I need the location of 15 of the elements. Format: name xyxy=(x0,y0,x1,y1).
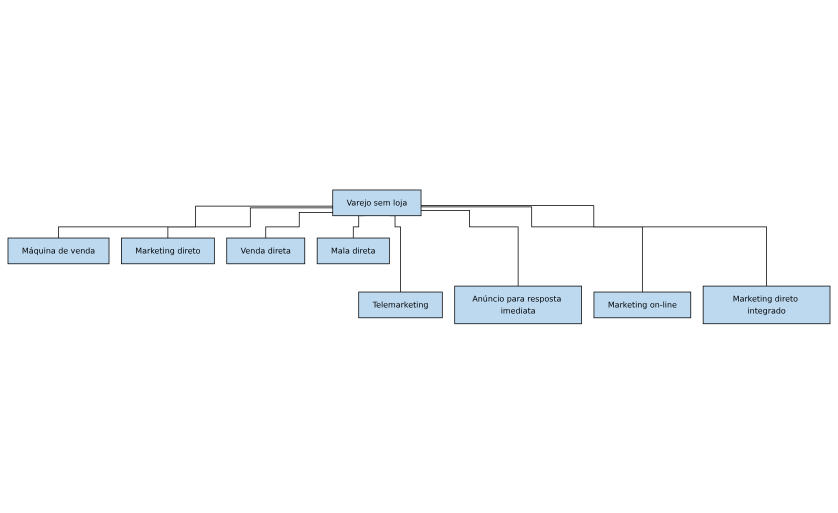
connector xyxy=(420,210,518,286)
connector xyxy=(420,204,767,286)
connector xyxy=(420,206,643,292)
node-box xyxy=(8,237,110,264)
node-box xyxy=(121,237,215,264)
node-box xyxy=(332,189,422,216)
node-box xyxy=(454,285,582,324)
node-box xyxy=(226,237,306,264)
connector xyxy=(265,212,334,238)
node-box xyxy=(594,291,692,318)
node-box xyxy=(316,237,390,264)
node-box xyxy=(358,291,443,318)
connector xyxy=(168,207,334,238)
node-box xyxy=(702,285,830,324)
connector xyxy=(58,205,334,238)
